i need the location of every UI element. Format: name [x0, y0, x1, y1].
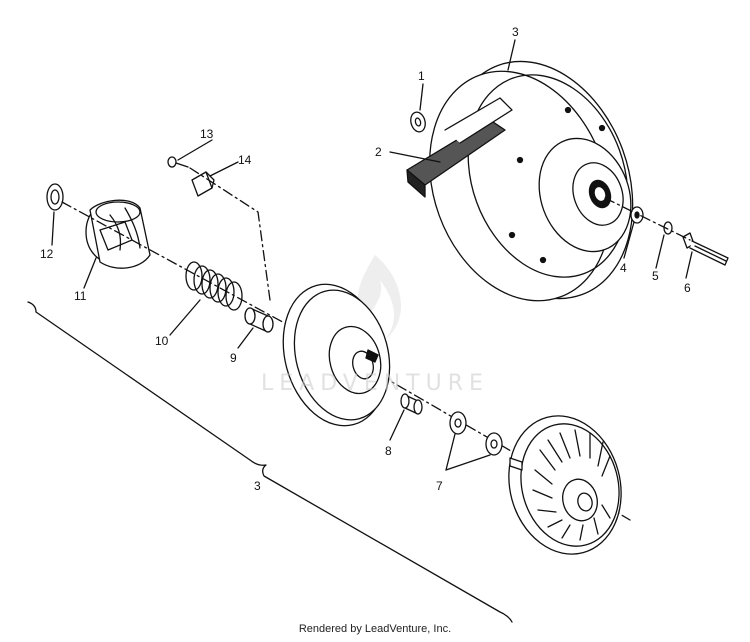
moveable-sheave	[282, 283, 391, 427]
button-14	[191, 171, 215, 197]
callout-1: 1	[418, 69, 425, 83]
callout-12: 12	[40, 247, 54, 261]
bushing-9	[244, 307, 274, 333]
leader-lines	[51, 39, 693, 471]
screw-13	[167, 156, 189, 168]
callout-11: 11	[74, 289, 87, 303]
callout-2: 2	[375, 145, 382, 159]
callout-13: 13	[200, 127, 214, 141]
snap-ring-12	[46, 183, 64, 211]
callout-3-top: 3	[512, 25, 519, 39]
washer-7b	[485, 432, 503, 456]
washer-1	[410, 111, 426, 133]
callout-14: 14	[238, 153, 252, 167]
callout-4: 4	[620, 261, 627, 275]
assembly-bracket	[27, 301, 513, 623]
lockwasher-5	[663, 221, 673, 235]
bolt-6	[682, 232, 729, 266]
watermark-text: LEADVENTURE	[261, 371, 489, 396]
callout-6: 6	[684, 281, 691, 295]
washer-7a	[449, 411, 467, 435]
washer-4	[630, 206, 644, 224]
callout-7: 7	[436, 479, 443, 493]
callout-9: 9	[230, 351, 237, 365]
callout-5: 5	[652, 269, 659, 283]
spring-10	[185, 261, 243, 311]
bushing-8	[400, 393, 423, 415]
driven-clutch-assembly	[429, 60, 634, 302]
footer-credit: Rendered by LeadVenture, Inc.	[298, 623, 452, 635]
callout-10: 10	[155, 334, 169, 348]
callout-3-bottom: 3	[254, 479, 261, 493]
finned-sheave	[508, 415, 622, 555]
callout-8: 8	[385, 444, 392, 458]
watermark-flame-icon	[357, 255, 402, 340]
drive-belt	[406, 97, 513, 198]
